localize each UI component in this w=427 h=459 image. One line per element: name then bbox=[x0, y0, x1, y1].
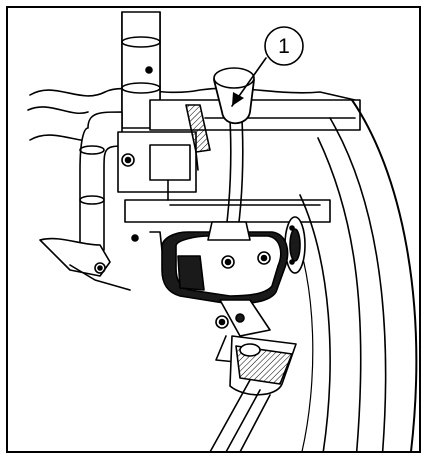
secondary-lever bbox=[185, 104, 211, 171]
tube-clamp bbox=[117, 131, 197, 201]
caster-fork bbox=[39, 237, 131, 291]
frame-elbow-tube bbox=[79, 111, 123, 251]
callout-1-label: 1 bbox=[278, 35, 290, 58]
callout-arrowhead bbox=[232, 92, 244, 106]
wheel-hub bbox=[284, 216, 306, 274]
callout-1: 1 bbox=[264, 26, 304, 66]
brake-linkage bbox=[215, 299, 271, 363]
lever-shaft bbox=[225, 119, 244, 231]
brake-housing bbox=[131, 221, 289, 305]
brake-pad bbox=[209, 335, 297, 452]
